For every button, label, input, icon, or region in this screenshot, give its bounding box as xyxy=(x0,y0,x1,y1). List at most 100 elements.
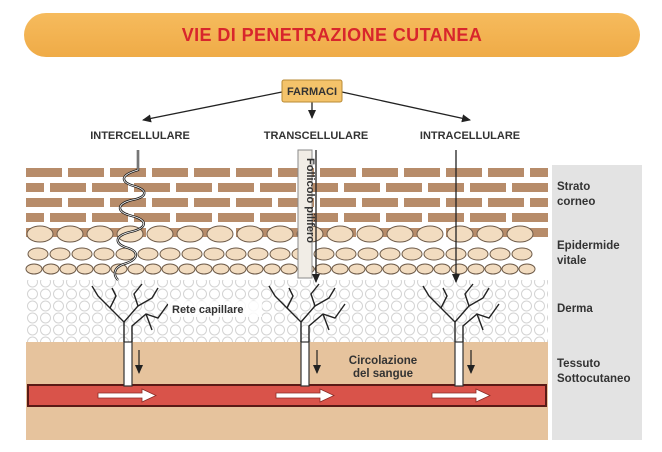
stratum-corneum-bricks xyxy=(26,168,548,237)
layer-epidermis-line1: Epidermide xyxy=(557,240,620,252)
farmaci-label: FARMACI xyxy=(287,86,337,98)
brick xyxy=(302,183,338,192)
layer-stratum-line1: Strato xyxy=(557,181,590,193)
epidermis-cell xyxy=(229,263,247,275)
epidermis-cell xyxy=(26,225,54,243)
follicle-label: Follicolo pilifero xyxy=(304,158,316,243)
brick xyxy=(110,198,146,207)
epidermis-cell xyxy=(195,263,213,275)
brick xyxy=(68,168,104,177)
brick xyxy=(194,168,230,177)
epidermis-cell xyxy=(263,263,281,275)
epidermis-cell xyxy=(326,225,354,243)
epidermis-cell xyxy=(450,263,468,275)
brick xyxy=(26,213,44,222)
source-to-routes-arrows xyxy=(142,91,471,123)
epidermis-cell xyxy=(416,263,434,275)
route-intercellular-label: INTERCELLULARE xyxy=(90,130,190,142)
capillary-branch xyxy=(145,313,153,331)
brick xyxy=(404,168,440,177)
epidermis-cell xyxy=(331,263,349,275)
brick xyxy=(488,198,524,207)
capillary-tube-center xyxy=(300,341,310,387)
brick xyxy=(26,168,62,177)
brick xyxy=(530,198,548,207)
epidermis-cell xyxy=(176,225,204,243)
epidermis-cell xyxy=(489,247,511,261)
capillary-tube-left xyxy=(123,341,133,387)
brick xyxy=(512,213,548,222)
epidermis-cells xyxy=(25,225,536,275)
brick xyxy=(530,168,548,177)
epidermis-cell xyxy=(335,247,357,261)
epidermis-cell xyxy=(76,263,94,275)
epidermis-cell xyxy=(518,263,536,275)
epidermis-cell xyxy=(501,263,519,275)
brick xyxy=(362,168,398,177)
brick xyxy=(320,198,356,207)
brick xyxy=(404,198,440,207)
brick xyxy=(278,168,314,177)
brick xyxy=(488,168,524,177)
epidermis-cell xyxy=(236,225,264,243)
epidermis-cell xyxy=(386,225,414,243)
capillary-tube-right xyxy=(454,341,464,387)
brick xyxy=(236,198,272,207)
epidermis-cell xyxy=(357,247,379,261)
epidermis-cell xyxy=(146,225,174,243)
epidermis-cell xyxy=(93,247,115,261)
capillary-label: Rete capillare xyxy=(172,304,244,316)
epidermis-cell xyxy=(137,247,159,261)
epidermis-cell xyxy=(399,263,417,275)
blood-flow-arrows xyxy=(97,388,491,403)
epidermis-cell xyxy=(247,247,269,261)
brick xyxy=(26,183,44,192)
epidermis-cell xyxy=(203,247,225,261)
epidermis-cell xyxy=(212,263,230,275)
epidermis-cell xyxy=(433,263,451,275)
brick xyxy=(110,168,146,177)
brick xyxy=(260,183,296,192)
epidermis-cell xyxy=(446,225,474,243)
brick xyxy=(344,183,380,192)
layer-subcutis-line1: Tessuto xyxy=(557,358,600,370)
epidermis-cell xyxy=(71,247,93,261)
brick xyxy=(92,183,128,192)
capillary-down-arrows xyxy=(135,350,475,374)
epidermis-cell xyxy=(144,263,162,275)
brick xyxy=(428,213,464,222)
epidermis-cell xyxy=(484,263,502,275)
brick xyxy=(278,228,314,237)
epidermis-cell xyxy=(382,263,400,275)
page-title: VIE DI PENETRAZIONE CUTANEA xyxy=(181,24,483,45)
intercellular-path-highlight xyxy=(114,150,145,281)
epidermis-cell xyxy=(313,247,335,261)
brick xyxy=(194,198,230,207)
farmaci-box xyxy=(281,79,343,103)
epidermis-cell xyxy=(225,247,247,261)
epidermis-cell xyxy=(401,247,423,261)
brick xyxy=(218,213,254,222)
brick xyxy=(320,168,356,177)
capillary-branch xyxy=(137,287,159,307)
brick xyxy=(470,213,506,222)
layer-subcutis-line2: Sottocutaneo xyxy=(557,373,630,385)
brick xyxy=(92,213,128,222)
title-banner: VIE DI PENETRAZIONE CUTANEA xyxy=(24,13,640,57)
epidermis-cell xyxy=(416,225,444,243)
epidermis-cell xyxy=(467,263,485,275)
epidermis-cell xyxy=(314,263,332,275)
dermis-layer xyxy=(26,280,548,342)
epidermis-cell xyxy=(178,263,196,275)
layer-label-panel xyxy=(552,165,642,440)
brick xyxy=(362,198,398,207)
brick xyxy=(302,213,338,222)
layer-epidermis-line2: vitale xyxy=(557,255,586,267)
capillary-label-bg xyxy=(168,301,262,317)
layer-dermis: Derma xyxy=(557,303,593,315)
circulation-label-line2: del sangue xyxy=(353,368,413,380)
brick xyxy=(134,183,170,192)
epidermis-cell xyxy=(56,225,84,243)
epidermis-cell xyxy=(476,225,504,243)
